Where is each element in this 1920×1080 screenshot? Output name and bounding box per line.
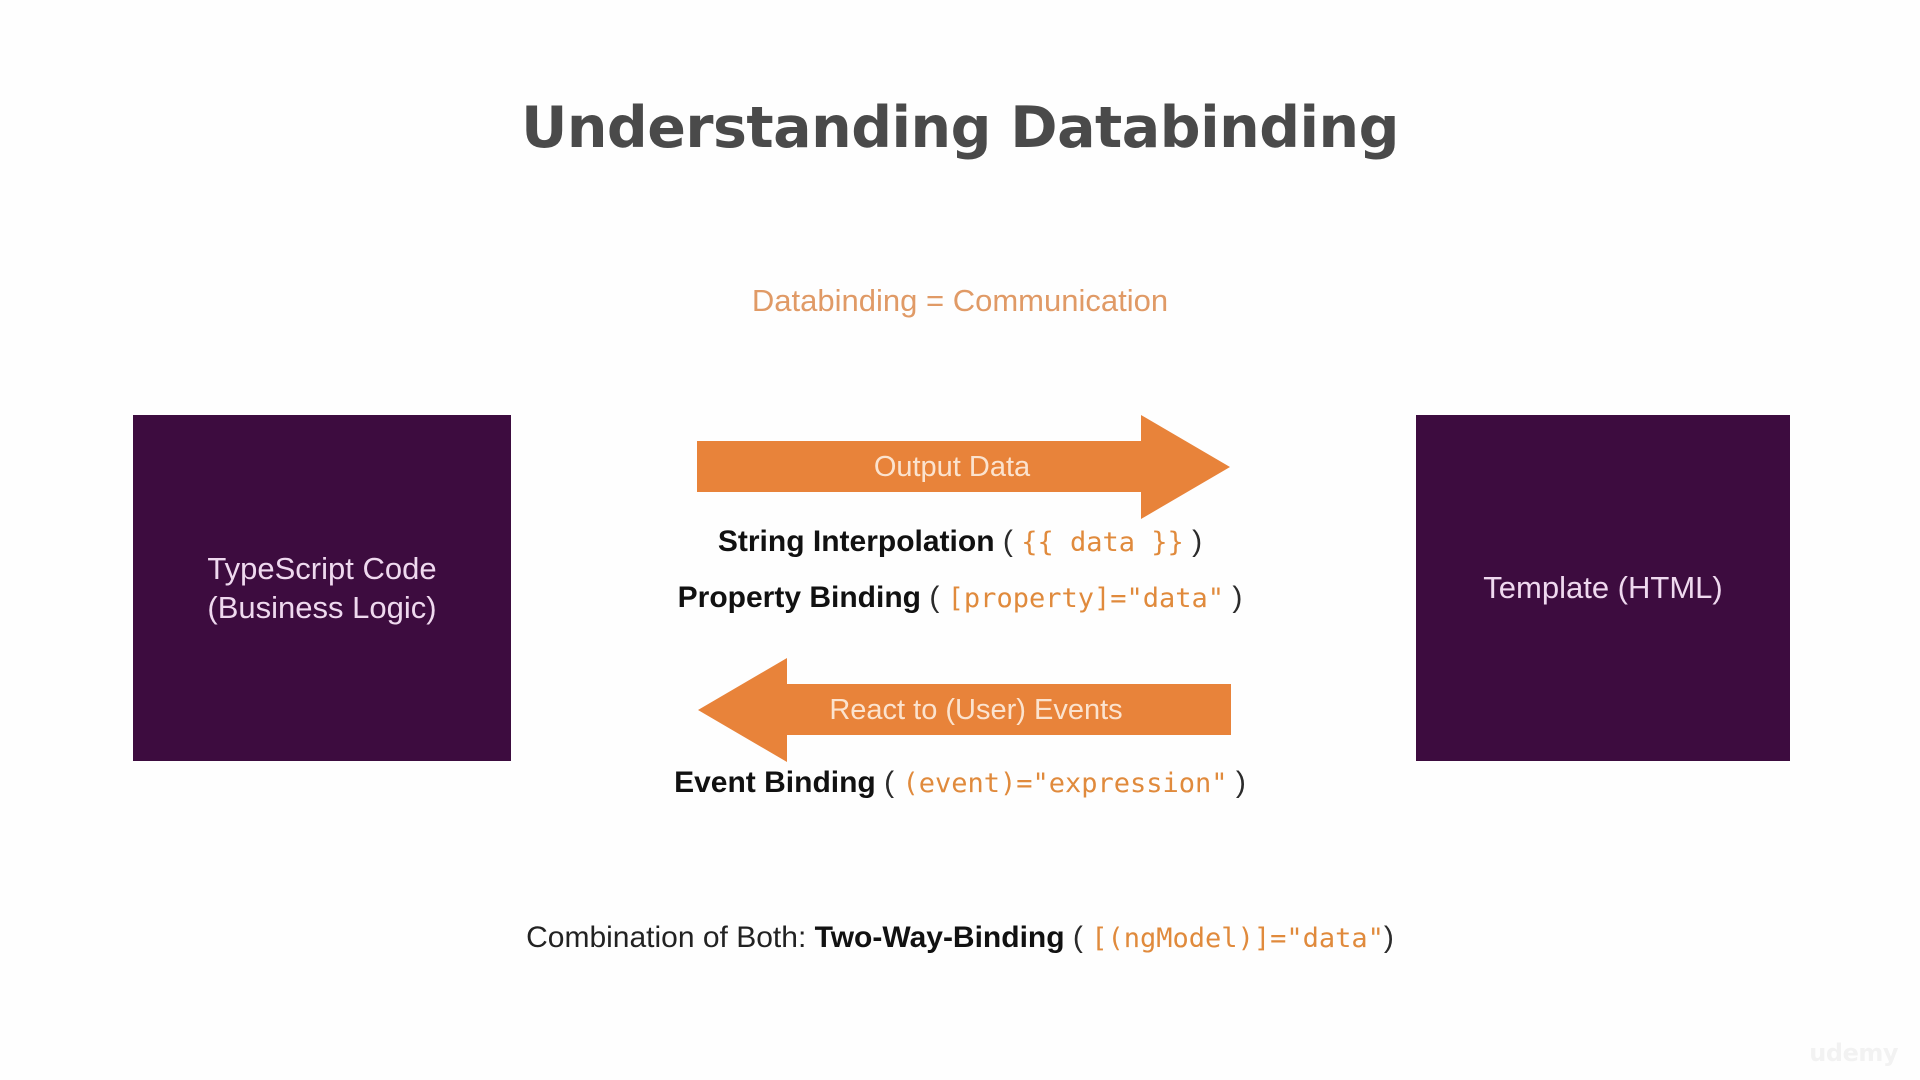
arrow-right-icon [697,415,1230,519]
string-interpolation-open-paren: ( [1002,525,1013,558]
two-way-binding-code: [(ngModel)]="data" [1091,923,1384,954]
template-html-box: Template (HTML) [1416,415,1790,761]
string-interpolation-code: {{ data }} [1021,527,1184,558]
page-title: Understanding Databinding [521,95,1399,161]
property-binding-code: [property]="data" [947,583,1225,614]
two-way-binding-name: Two-Way-Binding [814,921,1065,954]
property-binding-line: Property Binding ( [property]="data" ) [0,581,1920,615]
event-binding-open-paren: ( [884,766,895,799]
two-way-binding-line: Combination of Both: Two-Way-Binding ( [… [0,921,1920,955]
property-binding-close-paren: ) [1232,581,1243,614]
event-binding-line: Event Binding ( (event)="expression" ) [0,766,1920,800]
udemy-watermark: udemy [1809,1039,1898,1067]
arrow-left-icon [698,658,1231,762]
event-binding-name: Event Binding [674,766,876,799]
combination-prefix: Combination of Both: [526,921,807,954]
event-binding-code: (event)="expression" [902,768,1228,799]
property-binding-open-paren: ( [929,581,940,614]
string-interpolation-close-paren: ) [1192,525,1203,558]
subtitle-text: Databinding = Communication [751,283,1169,318]
combination-close-paren: ) [1383,921,1394,954]
string-interpolation-line: String Interpolation ( {{ data }} ) [0,525,1920,559]
event-binding-close-paren: ) [1235,766,1246,799]
typescript-code-box-label: TypeScript Code (Business Logic) [207,550,437,625]
react-to-events-arrow: React to (User) Events [695,656,1231,764]
combination-open-paren: ( [1072,921,1083,954]
string-interpolation-name: String Interpolation [717,525,995,558]
template-html-box-label: Template (HTML) [1483,570,1723,606]
output-data-arrow: Output Data [697,413,1231,521]
property-binding-name: Property Binding [677,581,921,614]
typescript-code-box: TypeScript Code (Business Logic) [133,415,511,761]
